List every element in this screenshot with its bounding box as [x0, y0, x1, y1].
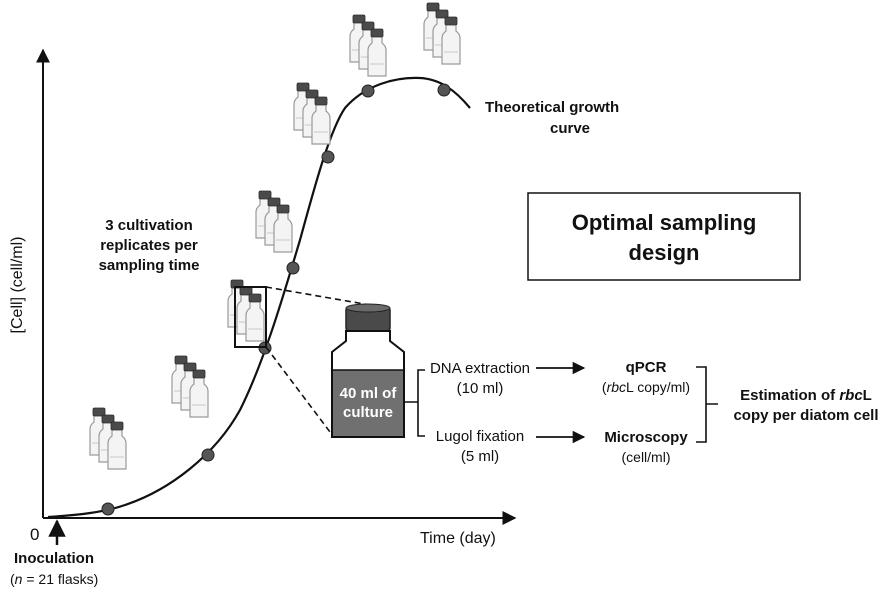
zoom-connector: [265, 346, 331, 433]
sampling-point: [321, 150, 335, 164]
estimation-label: copy per diatom cell: [733, 407, 878, 424]
sampling-point: [101, 502, 115, 516]
design-box: [527, 192, 801, 281]
flask-replicates-icon: [350, 15, 386, 76]
design-title: Optimal sampling: [572, 210, 757, 235]
flask-replicates-icon: [228, 280, 264, 341]
estimation-label: Estimation of rbcL: [740, 387, 872, 404]
sampling-point: [361, 84, 375, 98]
replicates-note: sampling time: [99, 257, 200, 274]
lugol-step: Lugol fixation: [436, 428, 524, 445]
qpcr-unit: (rbcL copy/ml): [602, 379, 690, 395]
origin-label: 0: [30, 525, 39, 544]
sampling-point: [286, 261, 300, 275]
flask-replicates-icon: [256, 191, 292, 252]
qpcr-method: qPCR: [626, 359, 667, 376]
culture-bottle-icon: [331, 303, 405, 438]
branch-bracket: [405, 369, 425, 437]
sampling-point: [201, 448, 215, 462]
curve-label: curve: [550, 120, 590, 137]
inoculation-count: (n = 21 flasks): [10, 571, 98, 587]
x-axis-label: Time (day): [420, 530, 496, 547]
lugol-volume: (5 ml): [461, 448, 499, 465]
inoculation-title: Inoculation: [14, 550, 94, 567]
flask-replicates-icon: [90, 408, 126, 469]
design-title: design: [629, 240, 700, 265]
zoom-box: [234, 286, 267, 348]
replicates-note: replicates per: [100, 237, 198, 254]
dna-volume: (10 ml): [457, 380, 504, 397]
sampling-point: [437, 83, 451, 97]
zoom-connector: [265, 286, 371, 306]
dna-step: DNA extraction: [430, 360, 530, 377]
microscopy-method: Microscopy: [604, 429, 688, 446]
microscopy-unit: (cell/ml): [622, 449, 671, 465]
culture-label: culture: [343, 404, 393, 421]
y-axis-label: [Cell] (cell/ml): [9, 237, 26, 334]
flask-replicates-icon: [294, 83, 330, 144]
flask-replicates-icon: [172, 356, 208, 417]
culture-label: 40 ml of: [340, 385, 398, 402]
curve-label: Theoretical growth: [485, 99, 619, 116]
replicates-note: 3 cultivation: [105, 217, 193, 234]
merge-bracket: [696, 366, 718, 443]
flask-replicates-icon: [424, 3, 460, 64]
